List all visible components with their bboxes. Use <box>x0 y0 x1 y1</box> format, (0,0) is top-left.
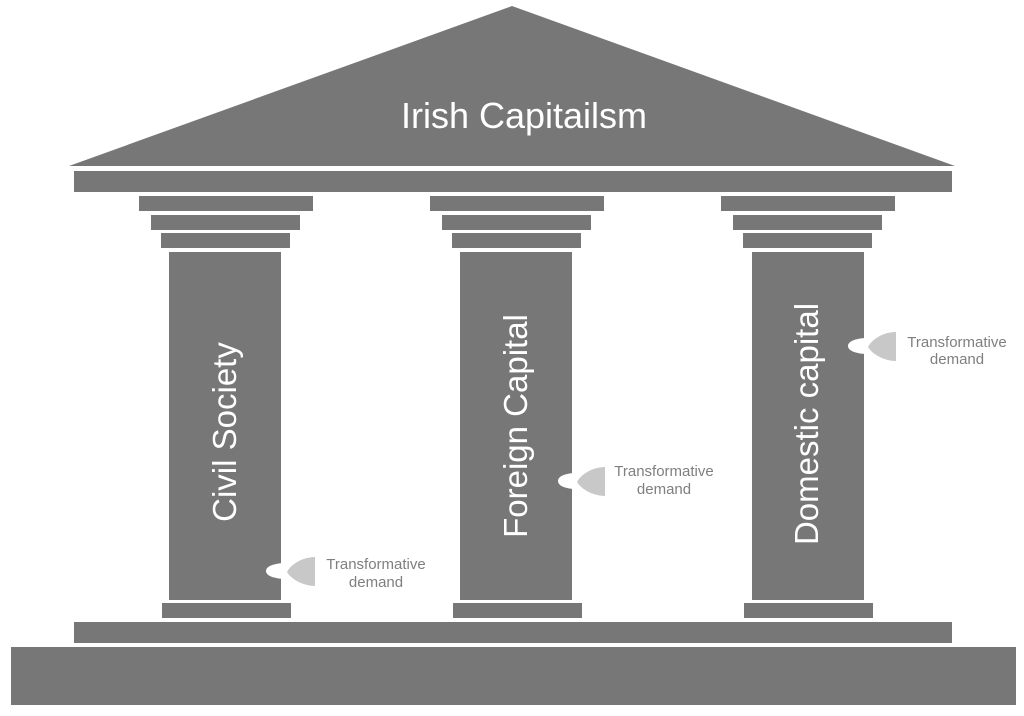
demand-label-line1: Transformative <box>326 556 425 573</box>
pillar-capital-middle <box>151 215 300 230</box>
pillar-domestic-capital: Domestic capital <box>721 196 895 618</box>
pillar-capital-bottom <box>161 233 290 248</box>
temple-base-lower-step <box>11 647 1016 705</box>
pillar-label: Civil Society <box>206 342 243 522</box>
demand-label-line1: Transformative <box>907 334 1006 351</box>
pillar-base <box>453 603 582 618</box>
temple-base-upper-step <box>74 622 952 643</box>
demand-label-line2: demand <box>637 481 691 498</box>
pillar-capital-top <box>430 196 604 211</box>
demand-marker-icon <box>868 332 896 361</box>
pillar-base <box>162 603 291 618</box>
pillar-capital-bottom <box>452 233 581 248</box>
pillar-shaft <box>752 252 864 600</box>
pillar-shaft <box>169 252 281 600</box>
demand-marker-connector <box>848 338 868 354</box>
temple-title: Irish Capitailsm <box>401 95 647 136</box>
pillar-capital-middle <box>733 215 882 230</box>
transformative-demand-marker: Transformative demand <box>558 463 714 498</box>
pillar-civil-society: Civil Society <box>139 196 313 618</box>
entablature-beam <box>74 171 952 192</box>
demand-label-line2: demand <box>930 351 984 368</box>
pillar-foreign-capital: Foreign Capital <box>430 196 604 618</box>
pillar-label: Domestic capital <box>788 303 825 545</box>
pillar-label: Foreign Capital <box>497 314 534 538</box>
pillar-capital-bottom <box>743 233 872 248</box>
pillar-base <box>744 603 873 618</box>
pillar-capital-top <box>139 196 313 211</box>
pillar-shaft <box>460 252 572 600</box>
demand-label-line2: demand <box>349 574 403 591</box>
transformative-demand-marker: Transformative demand <box>266 556 426 591</box>
demand-marker-connector <box>558 473 577 489</box>
demand-marker-icon <box>287 557 315 586</box>
transformative-demand-marker: Transformative demand <box>848 332 1007 368</box>
pillar-capital-top <box>721 196 895 211</box>
demand-label-line1: Transformative <box>614 463 713 480</box>
temple-roof <box>69 6 955 166</box>
demand-marker-connector <box>266 563 287 579</box>
demand-marker-icon <box>577 467 605 496</box>
pillar-capital-middle <box>442 215 591 230</box>
